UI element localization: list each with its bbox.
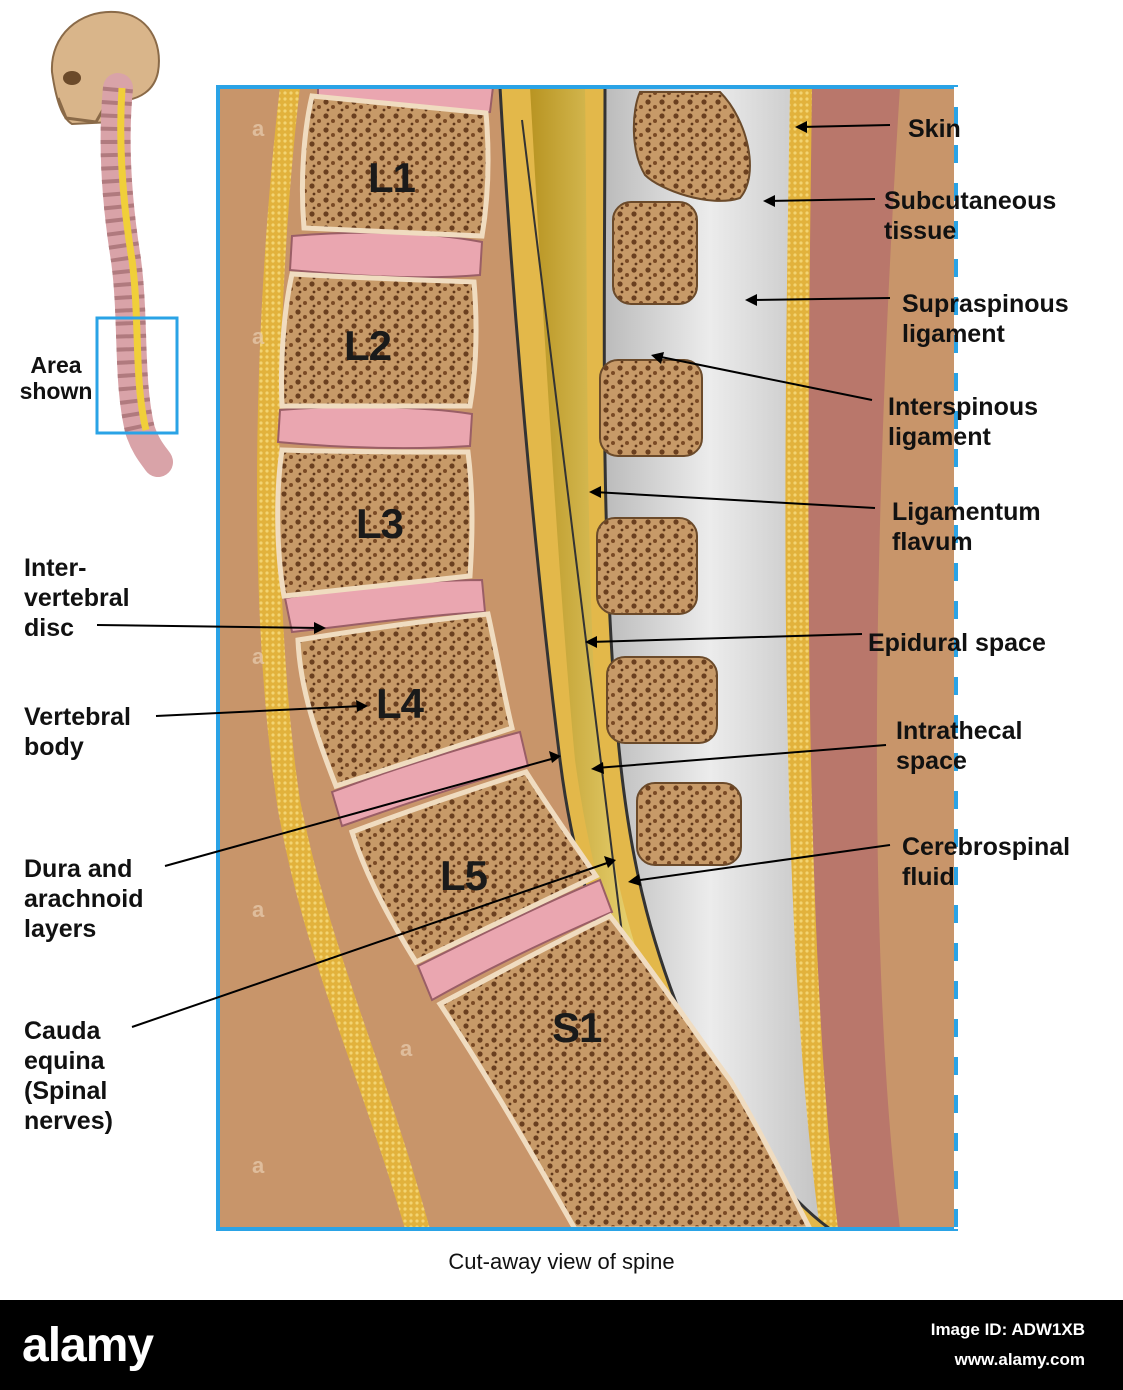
leader-disc: [96, 624, 321, 629]
arrowhead: [651, 352, 664, 364]
label-epidural-space: Epidural space: [868, 629, 1046, 657]
inset-vertebra-stripes: [100, 86, 155, 434]
leader-subcutaneous: [767, 198, 876, 202]
arrowheads: [314, 121, 807, 886]
label-intervertebral-disc: Inter- vertebral disc: [24, 554, 130, 642]
label-L2: L2: [344, 322, 392, 369]
site-url: www.alamy.com: [954, 1350, 1085, 1369]
vertebra-S1: [436, 912, 813, 1229]
arrowhead: [745, 294, 757, 306]
area-shown-label: Area shown: [19, 352, 93, 404]
spinous-processes: [596, 91, 751, 866]
leader-skin: [799, 124, 891, 128]
disc: [276, 405, 474, 450]
arrowhead: [589, 486, 601, 498]
arrowhead: [591, 762, 604, 774]
figure-caption: Cut-away view of spine: [448, 1249, 675, 1274]
inset-skeleton: [50, 10, 173, 477]
label-subcutaneous-tissue: Subcutaneous tissue: [884, 187, 1057, 245]
arrowhead: [763, 195, 775, 207]
vertebra-L4: [295, 611, 515, 790]
disc: [416, 878, 614, 1002]
leader-body: [155, 705, 363, 717]
svg-text:a: a: [252, 116, 265, 141]
spinous-process: [599, 359, 703, 457]
arrowhead: [628, 874, 641, 886]
arrowhead: [314, 622, 326, 634]
label-dura-arachnoid: Dura and arachnoid layers: [24, 855, 144, 943]
skin-layer: [798, 87, 900, 1229]
stock-footer: alamy Image ID: ADW1XB www.alamy.com: [0, 1300, 1123, 1390]
leader-ligamentum: [593, 491, 876, 509]
disc: [330, 730, 530, 828]
svg-text:a: a: [252, 324, 265, 349]
label-S1: S1: [552, 1004, 602, 1051]
svg-text:a: a: [252, 644, 265, 669]
spinous-process: [612, 201, 698, 305]
spine-diagram: a a a a a a: [50, 10, 958, 1231]
subcutaneous-layer: [783, 87, 838, 1229]
image-id: Image ID: ADW1XB: [930, 1320, 1085, 1339]
label-skin: Skin: [908, 115, 961, 143]
leader-csf: [632, 844, 891, 882]
arrowhead: [585, 636, 597, 648]
label-ligamentum-flavum: Ligamentum flavum: [892, 498, 1041, 556]
cauda-equina: [530, 87, 805, 1229]
spinous-process: [596, 517, 698, 615]
inset-spinal-cord: [117, 87, 150, 431]
arrowhead: [549, 751, 561, 763]
disc: [288, 231, 484, 279]
vertebral-bodies: [275, 93, 813, 1229]
leader-dura: [164, 757, 556, 867]
label-vertebral-body: Vertebral body: [24, 703, 132, 761]
eye-socket-icon: [63, 71, 81, 85]
label-cauda-equina: Cauda equina (Spinal nerves): [24, 1017, 113, 1135]
jaw-icon: [56, 97, 106, 124]
vertebra-L3: [275, 447, 475, 599]
leader-lines: [96, 124, 891, 1028]
anterior-fat-strip: [257, 87, 430, 1229]
spinous-process: [632, 91, 751, 202]
area-shown-box: [95, 316, 179, 435]
vertebra-L2: [278, 271, 479, 409]
label-supraspinous-ligament: Supraspinous ligament: [902, 290, 1069, 348]
arrowhead: [795, 121, 807, 133]
label-interspinous-ligament: Interspinous ligament: [888, 393, 1039, 451]
watermark: a a a a a a: [252, 116, 413, 1178]
label-L3: L3: [356, 500, 404, 547]
cord-dark-line: [521, 119, 641, 1081]
label-intrathecal-space: Intrathecal space: [896, 717, 1023, 775]
arrowhead: [604, 856, 616, 868]
leader-cauda: [131, 861, 611, 1028]
label-cerebrospinal-fluid: Cerebrospinal fluid: [902, 833, 1071, 891]
vertebra-L1: [299, 93, 491, 239]
vertebra-L5: [348, 769, 600, 966]
leader-supraspinous: [749, 297, 891, 301]
arrowhead: [356, 700, 368, 712]
spinous-process: [636, 782, 742, 866]
label-L1: L1: [368, 154, 416, 201]
alamy-logo: alamy: [22, 1319, 154, 1372]
spinous-process: [606, 656, 718, 744]
leader-interspinous: [655, 355, 873, 401]
svg-text:a: a: [252, 1153, 265, 1178]
label-L5: L5: [440, 852, 488, 899]
leader-intrathecal: [595, 744, 887, 769]
svg-text:a: a: [400, 1036, 413, 1061]
label-L4: L4: [376, 680, 424, 727]
cutaway-view: a a a a a a: [218, 87, 956, 1229]
leader-epidural: [589, 633, 863, 643]
svg-text:a: a: [252, 897, 265, 922]
